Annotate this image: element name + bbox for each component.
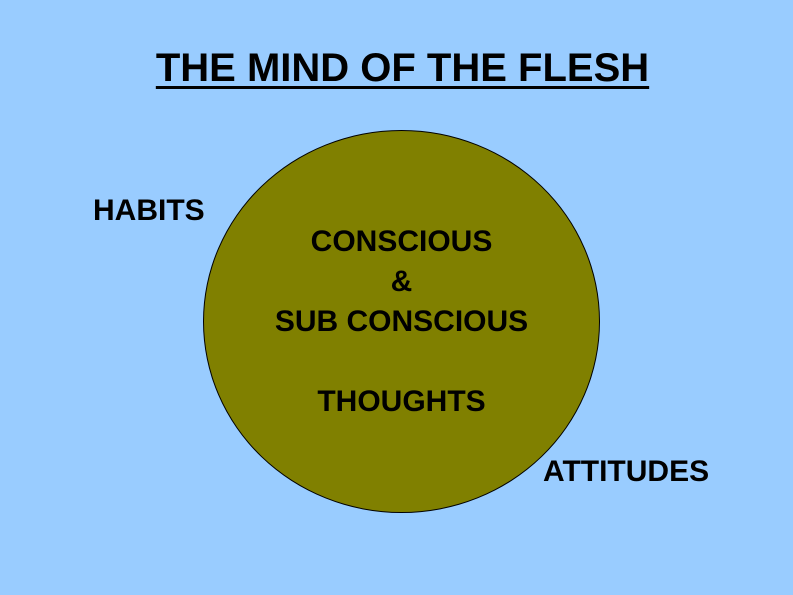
slide-title: THE MIND OF THE FLESH — [155, 46, 650, 90]
label-attitudes: ATTITUDES — [543, 455, 710, 488]
circle-line-subconscious: SUB CONSCIOUS — [274, 305, 529, 338]
label-habits: HABITS — [93, 194, 205, 227]
circle-line-conscious: CONSCIOUS — [310, 225, 493, 258]
circle-line-ampersand: & — [390, 265, 413, 298]
mind-circle — [203, 130, 600, 513]
circle-line-thoughts: THOUGHTS — [317, 385, 486, 418]
